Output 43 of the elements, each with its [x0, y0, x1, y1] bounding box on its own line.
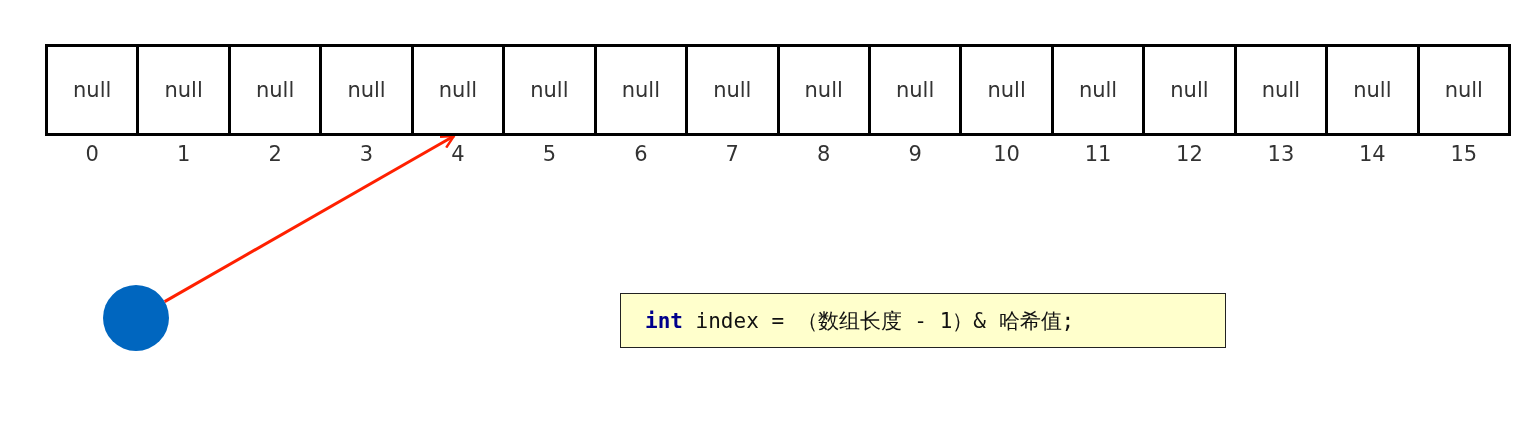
cell-value: null	[896, 78, 935, 102]
cell-value: null	[1353, 78, 1392, 102]
index-number: 6	[634, 142, 648, 166]
index-number: 10	[993, 142, 1020, 166]
cell-value: null	[438, 78, 478, 102]
cell-value: null	[530, 78, 569, 102]
index-number: 8	[817, 142, 831, 166]
cell-value: null	[164, 78, 203, 102]
dot	[103, 285, 169, 351]
array-cell	[959, 44, 1054, 136]
index-number: 12	[1176, 142, 1203, 166]
code-box	[620, 293, 1226, 348]
array-cell	[1142, 44, 1237, 136]
array-cell	[685, 44, 780, 136]
array-cell	[1325, 44, 1420, 136]
index-number: 0	[85, 142, 99, 166]
cell-value: null	[347, 78, 386, 102]
index-number: 14	[1358, 142, 1386, 166]
array-cell	[502, 44, 597, 136]
cell-value: null	[804, 78, 843, 102]
cell-value: null	[987, 78, 1026, 102]
index-number: 9	[908, 142, 922, 166]
arrow	[163, 134, 456, 303]
index-number: 3	[359, 142, 374, 166]
cell-value: null	[1261, 78, 1301, 102]
index-number: 13	[1267, 142, 1295, 166]
index-number: 15	[1450, 142, 1478, 166]
index-number: 4	[451, 142, 465, 166]
cell-value: null	[713, 78, 752, 102]
code-text: int index = （数组长度 - 1）& 哈希值;	[645, 307, 1075, 335]
array-cell	[319, 44, 414, 136]
array-cell	[136, 44, 231, 136]
index-number: 11	[1084, 142, 1112, 166]
cell-value: null	[255, 78, 295, 102]
cell-value: null	[621, 78, 660, 102]
index-number: 5	[542, 142, 557, 166]
index-number: 2	[268, 142, 282, 166]
cell-value: null	[73, 78, 112, 102]
index-number: 1	[176, 142, 191, 166]
cell-value: null	[1444, 78, 1483, 102]
cell-value: null	[1170, 78, 1209, 102]
cell-value: null	[1078, 78, 1118, 102]
index-number: 7	[725, 142, 739, 166]
